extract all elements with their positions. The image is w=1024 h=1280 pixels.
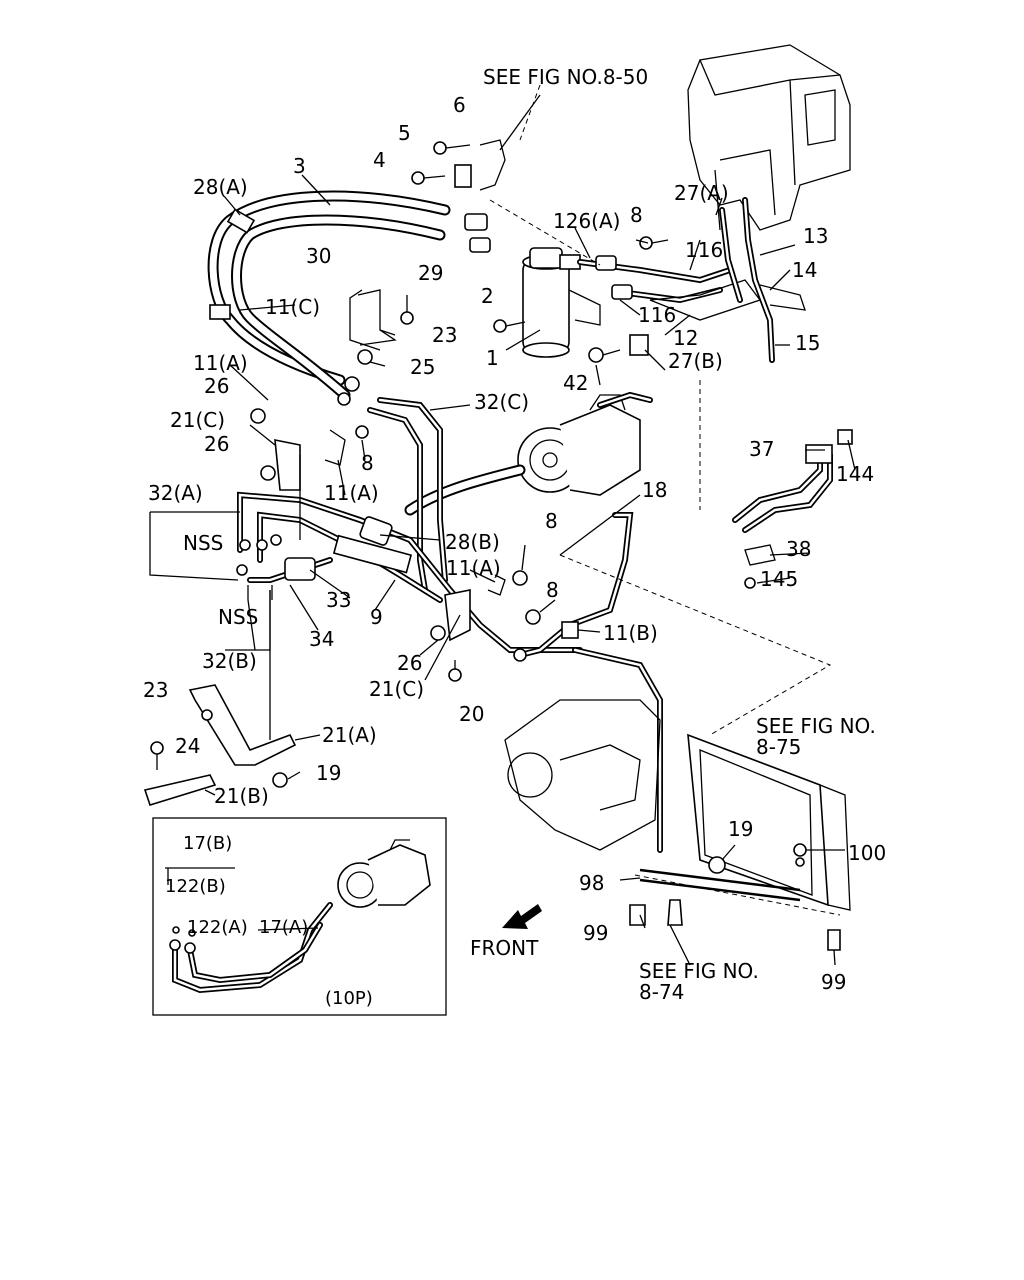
callout-21c-low: 21(C) bbox=[369, 677, 424, 701]
callout-nss-1: NSS bbox=[183, 531, 223, 555]
callout-11c: 11(C) bbox=[265, 295, 320, 319]
callout-32b: 32(B) bbox=[202, 649, 257, 673]
callout-116-a: 116 bbox=[685, 238, 723, 262]
inset-10p-label: (10P) bbox=[325, 988, 373, 1009]
callout-21b: 21(B) bbox=[214, 784, 269, 808]
evaporator-unit-drawing bbox=[687, 44, 851, 231]
reference-lines bbox=[489, 84, 841, 916]
callout-23-low: 23 bbox=[143, 678, 168, 702]
see-fig-8-75-label-line2: 8-75 bbox=[756, 735, 801, 759]
callout-122b: 122(B) bbox=[165, 876, 226, 897]
callout-nss-2: NSS bbox=[218, 605, 258, 629]
front-arrow bbox=[502, 904, 542, 929]
callout-21c-top: 21(C) bbox=[170, 408, 225, 432]
callout-15: 15 bbox=[795, 331, 820, 355]
callout-11a-mid: 11(A) bbox=[324, 481, 379, 505]
callout-13: 13 bbox=[803, 224, 828, 248]
callout-28a: 28(A) bbox=[193, 175, 248, 199]
callout-42: 42 bbox=[563, 371, 588, 395]
see-fig-8-50-label: SEE FIG NO.8-50 bbox=[483, 65, 648, 89]
callout-30: 30 bbox=[306, 244, 331, 268]
condenser-engine-drawing bbox=[504, 699, 851, 951]
callout-27b: 27(B) bbox=[668, 349, 723, 373]
callout-24: 24 bbox=[175, 734, 200, 758]
callout-26-top: 26 bbox=[204, 374, 229, 398]
callout-122a: 122(A) bbox=[187, 917, 248, 938]
callout-98: 98 bbox=[579, 871, 604, 895]
callout-38: 38 bbox=[786, 537, 811, 561]
callout-14: 14 bbox=[792, 258, 817, 282]
callout-29: 29 bbox=[418, 261, 443, 285]
callout-11b: 11(B) bbox=[603, 621, 658, 645]
callout-26-low: 26 bbox=[397, 651, 422, 675]
callout-18: 18 bbox=[642, 478, 667, 502]
pipe-18-11b bbox=[513, 512, 663, 853]
callout-100: 100 bbox=[848, 841, 886, 865]
callout-2: 2 bbox=[481, 284, 494, 308]
callout-20: 20 bbox=[459, 702, 484, 726]
brackets-21 bbox=[143, 408, 541, 806]
callout-27a: 27(A) bbox=[674, 181, 729, 205]
callout-23-top: 23 bbox=[432, 323, 457, 347]
callout-34: 34 bbox=[309, 627, 334, 651]
callout-25: 25 bbox=[410, 355, 435, 379]
compressor-drawing bbox=[404, 391, 653, 516]
receiver-drier-drawing bbox=[522, 247, 601, 358]
fasteners-top bbox=[357, 139, 669, 365]
callout-32a: 32(A) bbox=[148, 481, 203, 505]
inset-10p bbox=[152, 817, 447, 1016]
callout-12: 12 bbox=[673, 326, 698, 350]
callout-11a-top: 11(A) bbox=[193, 351, 248, 375]
callout-8-low2: 8 bbox=[546, 578, 559, 602]
callout-116-b: 116 bbox=[638, 303, 676, 327]
callout-6: 6 bbox=[453, 93, 466, 117]
callout-4: 4 bbox=[373, 148, 386, 172]
callout-17b: 17(B) bbox=[183, 833, 232, 854]
callout-17a: 17(A) bbox=[259, 917, 308, 938]
callout-99-left: 99 bbox=[583, 921, 608, 945]
callout-19-right: 19 bbox=[728, 817, 753, 841]
hose-3-30 bbox=[207, 190, 491, 406]
callout-99-right: 99 bbox=[821, 970, 846, 994]
callout-11a-low: 11(A) bbox=[446, 556, 501, 580]
callout-37: 37 bbox=[749, 437, 774, 461]
callout-144: 144 bbox=[836, 462, 874, 486]
callout-145: 145 bbox=[760, 567, 798, 591]
see-fig-8-75-label-line1: SEE FIG NO. bbox=[756, 714, 876, 738]
see-fig-8-74-label-line2: 8-74 bbox=[639, 980, 684, 1004]
pipes-32 bbox=[236, 397, 583, 653]
callout-19-low: 19 bbox=[316, 761, 341, 785]
callout-3: 3 bbox=[293, 154, 306, 178]
pipes-116-12 bbox=[577, 197, 806, 363]
see-fig-8-74-label-line1: SEE FIG NO. bbox=[639, 959, 759, 983]
callout-21a: 21(A) bbox=[322, 723, 377, 747]
callout-32c: 32(C) bbox=[474, 390, 529, 414]
callout-126a: 126(A) bbox=[553, 209, 620, 233]
callout-8-low1: 8 bbox=[545, 509, 558, 533]
callout-5: 5 bbox=[398, 121, 411, 145]
callout-9: 9 bbox=[370, 605, 383, 629]
callout-1: 1 bbox=[486, 346, 499, 370]
callout-28b: 28(B) bbox=[445, 530, 500, 554]
callout-8-top: 8 bbox=[630, 203, 643, 227]
callout-33: 33 bbox=[326, 588, 351, 612]
front-direction-label: FRONT bbox=[470, 936, 539, 960]
callout-26-mid: 26 bbox=[204, 432, 229, 456]
callout-8-mid: 8 bbox=[361, 451, 374, 475]
leader-lines bbox=[149, 94, 856, 966]
